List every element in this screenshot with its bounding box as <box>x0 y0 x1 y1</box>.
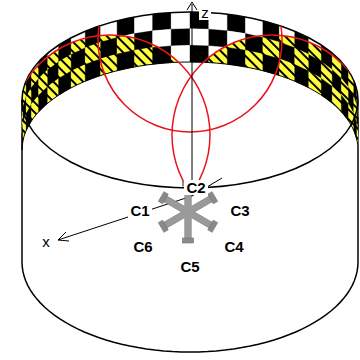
camera-label: C1 <box>128 203 151 218</box>
camera-label: C6 <box>131 239 154 254</box>
z-axis <box>192 4 193 196</box>
checker-cell <box>209 29 228 47</box>
rig-hub <box>181 205 195 219</box>
view-curve <box>98 0 282 132</box>
checkerboard-band <box>22 12 358 150</box>
checker-cell <box>153 13 172 31</box>
hatched-overlap <box>22 12 358 150</box>
camera-label: C5 <box>178 259 201 274</box>
view-curve <box>10 35 210 235</box>
drum-top-rim <box>22 12 358 188</box>
axis-label: x <box>40 234 52 249</box>
checker-cell <box>153 29 172 47</box>
camera-label: C4 <box>222 239 245 254</box>
camera-view-curves <box>10 0 360 235</box>
camera-label: C2 <box>184 180 207 195</box>
checker-cell <box>190 29 209 46</box>
camera-label: C3 <box>228 203 251 218</box>
x-axis <box>58 196 192 240</box>
axis-label: z <box>199 5 211 20</box>
drum-bottom-edge <box>22 262 358 352</box>
checker-cell <box>209 13 228 31</box>
checker-cell <box>171 29 190 46</box>
x-arrowhead <box>58 232 69 241</box>
z-arrowhead <box>187 2 197 10</box>
checker-cell <box>171 12 190 29</box>
view-curve <box>172 35 360 235</box>
